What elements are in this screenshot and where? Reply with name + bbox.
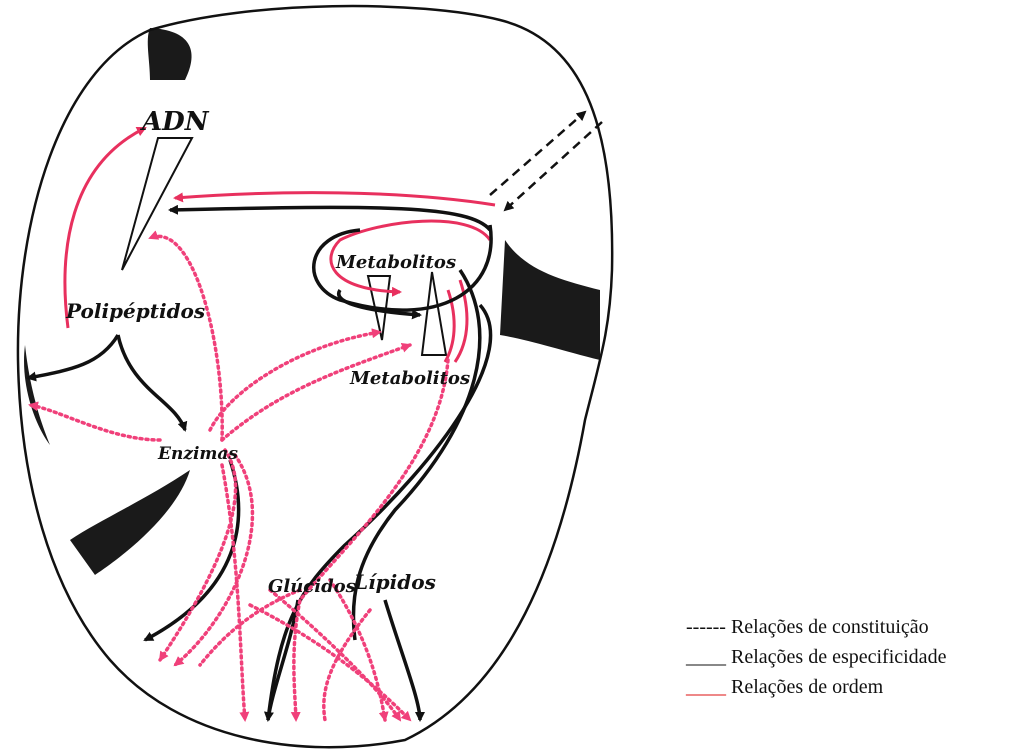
legend-label-order: Relações de ordem bbox=[731, 676, 883, 698]
legend-item-order: ____ Relações de ordem bbox=[686, 672, 946, 702]
label-metabolitos-bottom: Metabolitos bbox=[349, 368, 470, 389]
label-adn: ADN bbox=[139, 107, 210, 137]
metabolite-triangle-right bbox=[422, 272, 446, 355]
label-lipidos: Lípidos bbox=[353, 570, 436, 594]
external-exchange-arrows bbox=[490, 112, 602, 210]
legend-label-specificity: Relações de especificidade bbox=[731, 646, 946, 668]
cell-membrane bbox=[18, 6, 612, 747]
legend-label-constitution: Relações de constituição bbox=[731, 616, 929, 638]
label-enzimas: Enzimas bbox=[157, 444, 238, 464]
legend-key-dashed: ------ bbox=[686, 612, 726, 642]
legend-item-specificity: ____ Relações de especificidade bbox=[686, 642, 946, 672]
label-glucidos: Glúcidos bbox=[268, 576, 356, 597]
legend-item-constitution: ------ Relações de constituição bbox=[686, 612, 946, 642]
legend: ------ Relações de constituição ____ Rel… bbox=[686, 612, 946, 702]
label-metabolitos-top: Metabolitos bbox=[335, 252, 456, 273]
legend-key-red: ____ bbox=[686, 672, 726, 702]
legend-key-black: ____ bbox=[686, 642, 726, 672]
label-polipeptidos: Polipéptidos bbox=[65, 299, 205, 323]
